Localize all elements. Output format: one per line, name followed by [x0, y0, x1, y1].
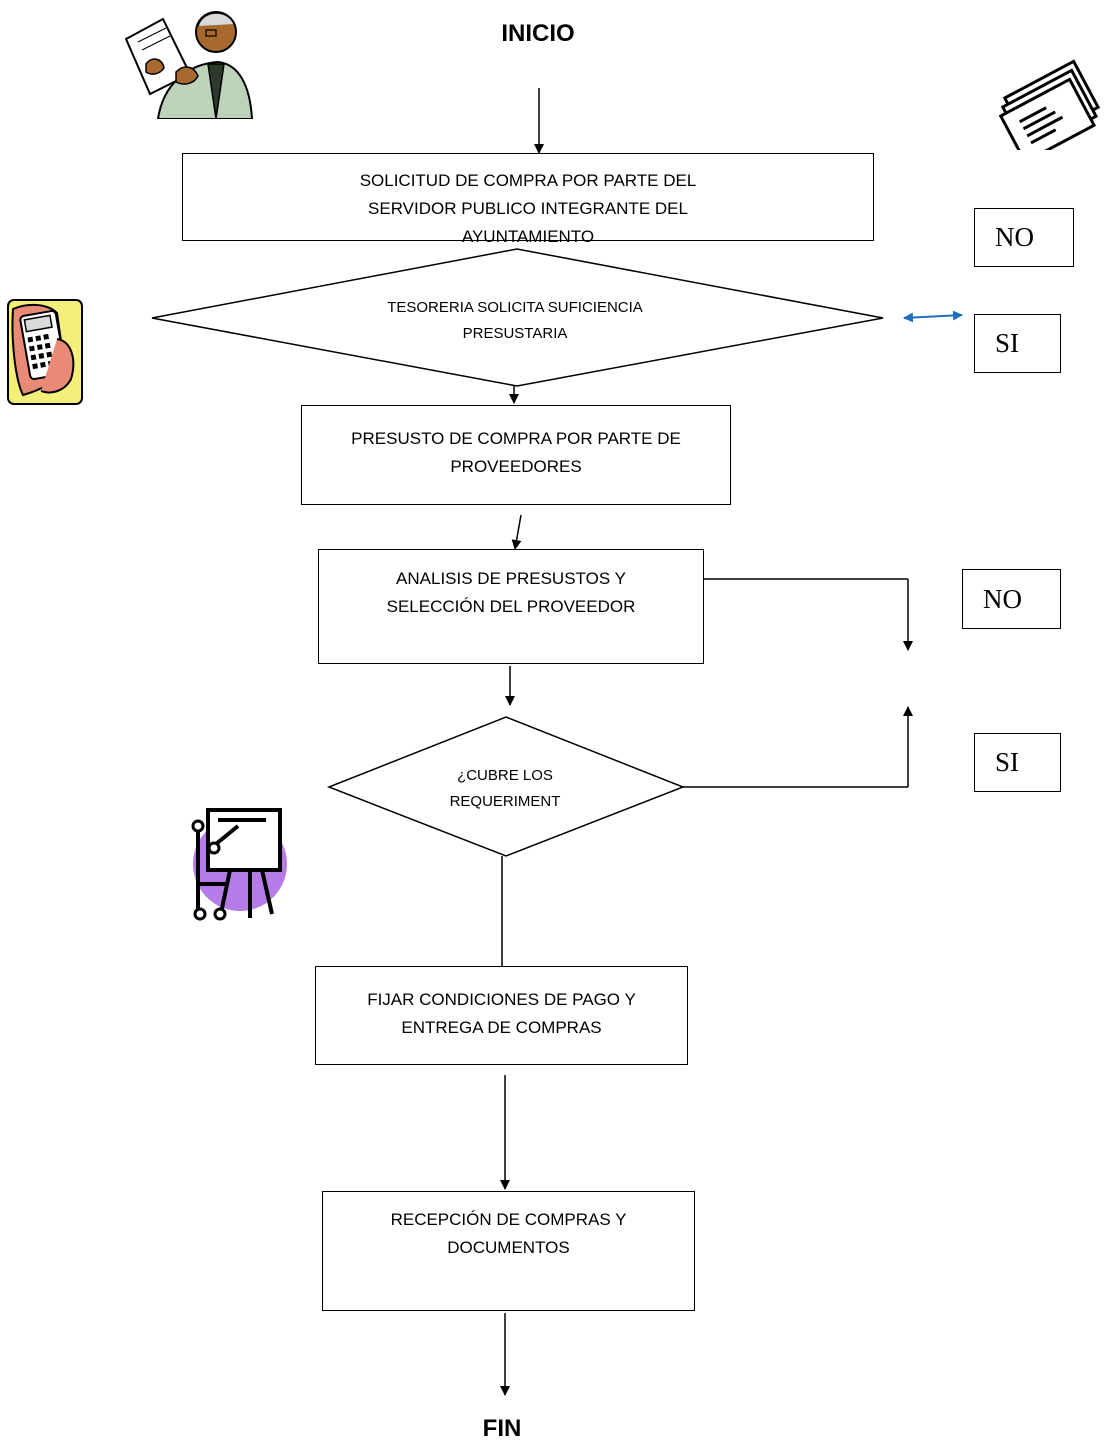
step-analisis: ANALISIS DE PRESUSTOS Y SELECCIÓN DEL PR… — [318, 549, 704, 664]
option-no-1: NO — [974, 208, 1074, 267]
option-no-2-label: NO — [983, 583, 1022, 614]
step-recepcion-label: RECEPCIÓN DE COMPRAS Y DOCUMENTOS — [390, 1210, 627, 1257]
arrow-presupuesto-to-analisis — [511, 514, 522, 550]
decision-tesoreria-shape — [151, 248, 884, 387]
decision-tesoreria-label: TESORERIA SOLICITA SUFICIENCIA PRESUSTAR… — [387, 299, 643, 342]
step-solicitud: SOLICITUD DE COMPRA POR PARTE DEL SERVID… — [182, 153, 874, 246]
step-presupuesto-label: PRESUSTO DE COMPRA POR PARTE DE PROVEEDO… — [351, 429, 681, 476]
step-fijar-label: FIJAR CONDICIONES DE PAGO Y ENTREGA DE C… — [367, 990, 636, 1037]
option-si-2: SI — [974, 733, 1061, 792]
option-no-1-label: NO — [995, 222, 1034, 252]
end-label: FIN — [482, 1415, 522, 1442]
option-si-2-label: SI — [995, 747, 1020, 777]
step-presupuesto: PRESUSTO DE COMPRA POR PARTE DE PROVEEDO… — [301, 405, 731, 505]
documents-icon — [998, 59, 1101, 150]
decision-cubre-label: ¿CUBRE LOS REQUERIMENT — [449, 767, 561, 810]
step-fijar: FIJAR CONDICIONES DE PAGO Y ENTREGA DE C… — [315, 966, 688, 1065]
option-si-1: SI — [974, 314, 1061, 373]
step-recepcion: RECEPCIÓN DE COMPRAS Y DOCUMENTOS — [322, 1191, 695, 1311]
step-solicitud-label: SOLICITUD DE COMPRA POR PARTE DEL SERVID… — [359, 171, 697, 246]
step-analisis-label: ANALISIS DE PRESUSTOS Y SELECCIÓN DEL PR… — [386, 569, 636, 616]
presentation-easel-icon — [191, 808, 287, 921]
businessman-icon — [124, 11, 253, 119]
start-label: INICIO — [501, 20, 575, 47]
decision-cubre-shape — [326, 716, 686, 857]
option-no-2: NO — [962, 569, 1061, 629]
option-si-1-label: SI — [995, 328, 1020, 358]
blue-double-arrow — [903, 310, 963, 323]
calculator-icon — [7, 299, 83, 405]
